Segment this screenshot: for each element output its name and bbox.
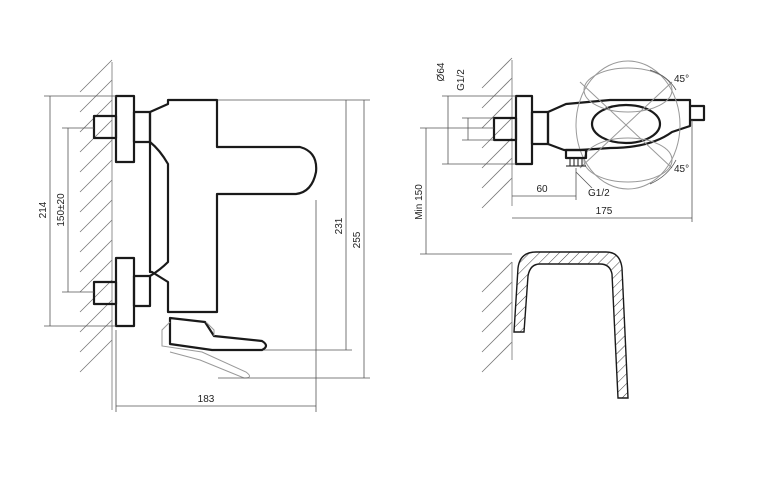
dim-angle-bottom-label: 45°	[674, 164, 689, 175]
front-upper-inlet	[92, 94, 152, 164]
dim-spout-height-label: 231	[334, 217, 345, 234]
side-view: Ø64 G1/2 45° 45° Min 150 60 G1/2 175	[414, 57, 706, 373]
front-wall-hatching	[79, 59, 113, 373]
dim-diameter-label: Ø64	[436, 62, 447, 81]
dim-depth-label: 175	[596, 206, 613, 217]
front-dimensions	[44, 95, 370, 412]
front-diverter-lever	[168, 316, 268, 352]
side-wall-hatching-upper	[481, 57, 513, 209]
front-mixer-body	[148, 98, 318, 314]
dim-total-height-label: 255	[352, 231, 363, 248]
dim-min-height-label: Min 150	[414, 184, 425, 220]
dim-width-label: 183	[198, 394, 215, 405]
dim-outlet-offset-label: 60	[536, 184, 548, 195]
side-handle-ellipse	[590, 103, 662, 145]
side-wall-inlet	[492, 94, 550, 166]
dim-inlet-spacing-label: 150±20	[56, 193, 67, 227]
dim-thread-top-label: G1/2	[456, 69, 467, 91]
bathtub-section	[513, 251, 629, 399]
side-handle-rotation-ghost	[575, 60, 681, 190]
dim-outlet-thread-label: G1/2	[588, 188, 610, 199]
front-view: 183 255 231 214 150±20	[38, 59, 370, 412]
side-outlet-thread	[564, 148, 588, 167]
dim-inlet-upper-label: 214	[38, 201, 49, 218]
bathtub-wall-profile	[513, 251, 629, 399]
dim-angle-top-label: 45°	[674, 74, 689, 85]
side-dimensions	[420, 95, 693, 255]
side-wall-hatching-lower	[481, 261, 513, 373]
front-lower-inlet	[92, 256, 152, 328]
